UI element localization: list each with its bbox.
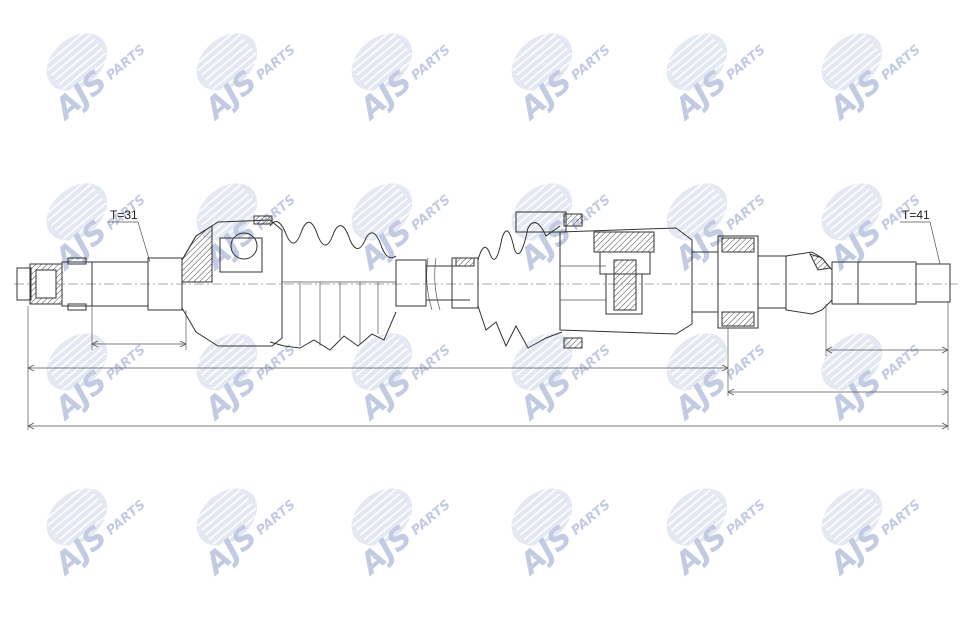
watermark-parts-text: PARTS [879, 497, 924, 538]
watermark-parts-text: PARTS [104, 497, 149, 538]
spline-labels: T=31 T=41 [108, 208, 941, 265]
watermark-parts-text: PARTS [724, 42, 769, 83]
outer-boot [269, 221, 397, 351]
watermark-parts-text: PARTS [409, 342, 454, 383]
dimension-lines [27, 302, 949, 430]
watermark-parts-text: PARTS [569, 42, 614, 83]
left-spline-count-label: T=31 [110, 208, 138, 222]
watermark-parts-text: PARTS [879, 342, 924, 383]
center-shaft [395, 257, 479, 311]
watermark-parts-text: PARTS [569, 342, 614, 383]
inner-boot [477, 211, 583, 349]
watermark-parts-text: PARTS [104, 42, 149, 83]
watermark-parts-text: PARTS [724, 192, 769, 233]
inner-tripod-joint [559, 227, 693, 335]
right-spline-count-label: T=41 [902, 208, 930, 222]
watermark-parts-text: PARTS [254, 42, 299, 83]
right-stub-shaft [691, 235, 951, 329]
watermark-parts-text: PARTS [409, 192, 454, 233]
left-stub-shaft [16, 257, 183, 311]
watermark-parts-text: PARTS [409, 497, 454, 538]
watermark-parts-text: PARTS [879, 42, 924, 83]
watermark-parts-text: PARTS [569, 497, 614, 538]
watermark-parts-text: PARTS [104, 342, 149, 383]
watermark-parts-text: PARTS [254, 192, 299, 233]
watermark-parts-text: PARTS [724, 497, 769, 538]
watermark-parts-text: PARTS [569, 192, 614, 233]
technical-drawing: T=31 T=41 [14, 208, 958, 430]
watermark-parts-text: PARTS [409, 42, 454, 83]
watermark-parts-text: PARTS [254, 497, 299, 538]
outer-cv-joint [181, 215, 283, 347]
watermark-parts-text: PARTS [254, 342, 299, 383]
watermark-parts-text: PARTS [724, 342, 769, 383]
